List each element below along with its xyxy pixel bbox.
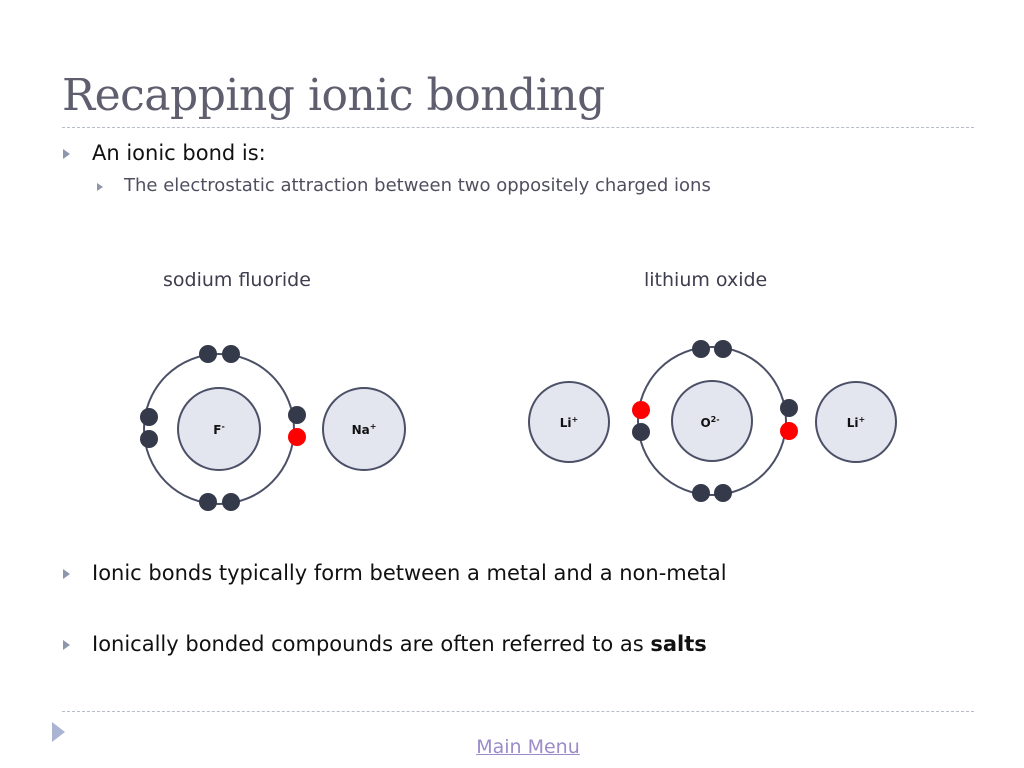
oxide-ion-core bbox=[671, 380, 753, 462]
electron bbox=[692, 340, 710, 358]
lithium-oxide-diagram: Li+ O2- Li+ bbox=[528, 340, 897, 502]
right-lithium-ion-core bbox=[815, 381, 897, 463]
sodium-charge: + bbox=[370, 422, 377, 431]
electron bbox=[714, 340, 732, 358]
oxide-ion-label: O2- bbox=[700, 415, 719, 430]
title-divider bbox=[62, 127, 974, 128]
sodium-symbol: Na bbox=[352, 423, 370, 437]
bullet-arrow-icon bbox=[63, 149, 70, 159]
transferred-electron bbox=[288, 428, 306, 446]
left-lithium-ion-core bbox=[528, 381, 610, 463]
lithium-symbol: Li bbox=[847, 416, 859, 430]
transferred-electron bbox=[632, 401, 650, 419]
electron bbox=[199, 493, 217, 511]
next-slide-arrow-icon[interactable] bbox=[52, 722, 65, 742]
lithium-charge: + bbox=[859, 415, 866, 424]
oxide-symbol: O bbox=[700, 416, 710, 430]
fluoride-symbol: F bbox=[213, 423, 221, 437]
electron bbox=[140, 430, 158, 448]
sodium-fluoride-diagram: F- Na+ bbox=[140, 345, 406, 511]
transferred-electron bbox=[780, 422, 798, 440]
sodium-ion-core bbox=[322, 387, 406, 471]
electron bbox=[632, 423, 650, 441]
left-lithium-ion-label: Li+ bbox=[560, 415, 578, 430]
right-lithium-ion-label: Li+ bbox=[847, 415, 865, 430]
electron bbox=[140, 408, 158, 426]
bullet-salts: Ionically bonded compounds are often ref… bbox=[92, 632, 707, 656]
sub-bullet-arrow-icon bbox=[97, 183, 103, 191]
electron bbox=[222, 345, 240, 363]
main-menu-link[interactable]: Main Menu bbox=[476, 736, 580, 758]
oxide-charge: 2- bbox=[711, 415, 720, 424]
lithium-symbol: Li bbox=[560, 416, 572, 430]
lithium-charge: + bbox=[572, 415, 579, 424]
electron bbox=[780, 399, 798, 417]
fluoride-ion-core bbox=[177, 387, 261, 471]
electron bbox=[714, 484, 732, 502]
bullet-arrow-icon bbox=[63, 569, 70, 579]
electron bbox=[288, 406, 306, 424]
electron bbox=[222, 493, 240, 511]
fluoride-ion-label: F- bbox=[213, 422, 225, 437]
electron bbox=[692, 484, 710, 502]
oxide-outer-shell bbox=[637, 346, 787, 496]
caption-lithium-oxide: lithium oxide bbox=[644, 269, 768, 291]
bullet-ionic-bond-is: An ionic bond is: bbox=[92, 141, 266, 165]
caption-sodium-fluoride: sodium fluoride bbox=[163, 269, 311, 291]
electron bbox=[199, 345, 217, 363]
sub-bullet-definition: The electrostatic attraction between two… bbox=[124, 175, 711, 196]
bullet-arrow-icon bbox=[63, 640, 70, 650]
salts-term: salts bbox=[650, 632, 707, 656]
footer-divider bbox=[62, 711, 974, 712]
fluoride-charge: - bbox=[221, 422, 224, 431]
slide-title: Recapping ionic bonding bbox=[62, 70, 605, 121]
sodium-ion-label: Na+ bbox=[352, 422, 377, 437]
bullet-metal-non-metal: Ionic bonds typically form between a met… bbox=[92, 561, 727, 585]
bullet-salts-text: Ionically bonded compounds are often ref… bbox=[92, 632, 651, 656]
